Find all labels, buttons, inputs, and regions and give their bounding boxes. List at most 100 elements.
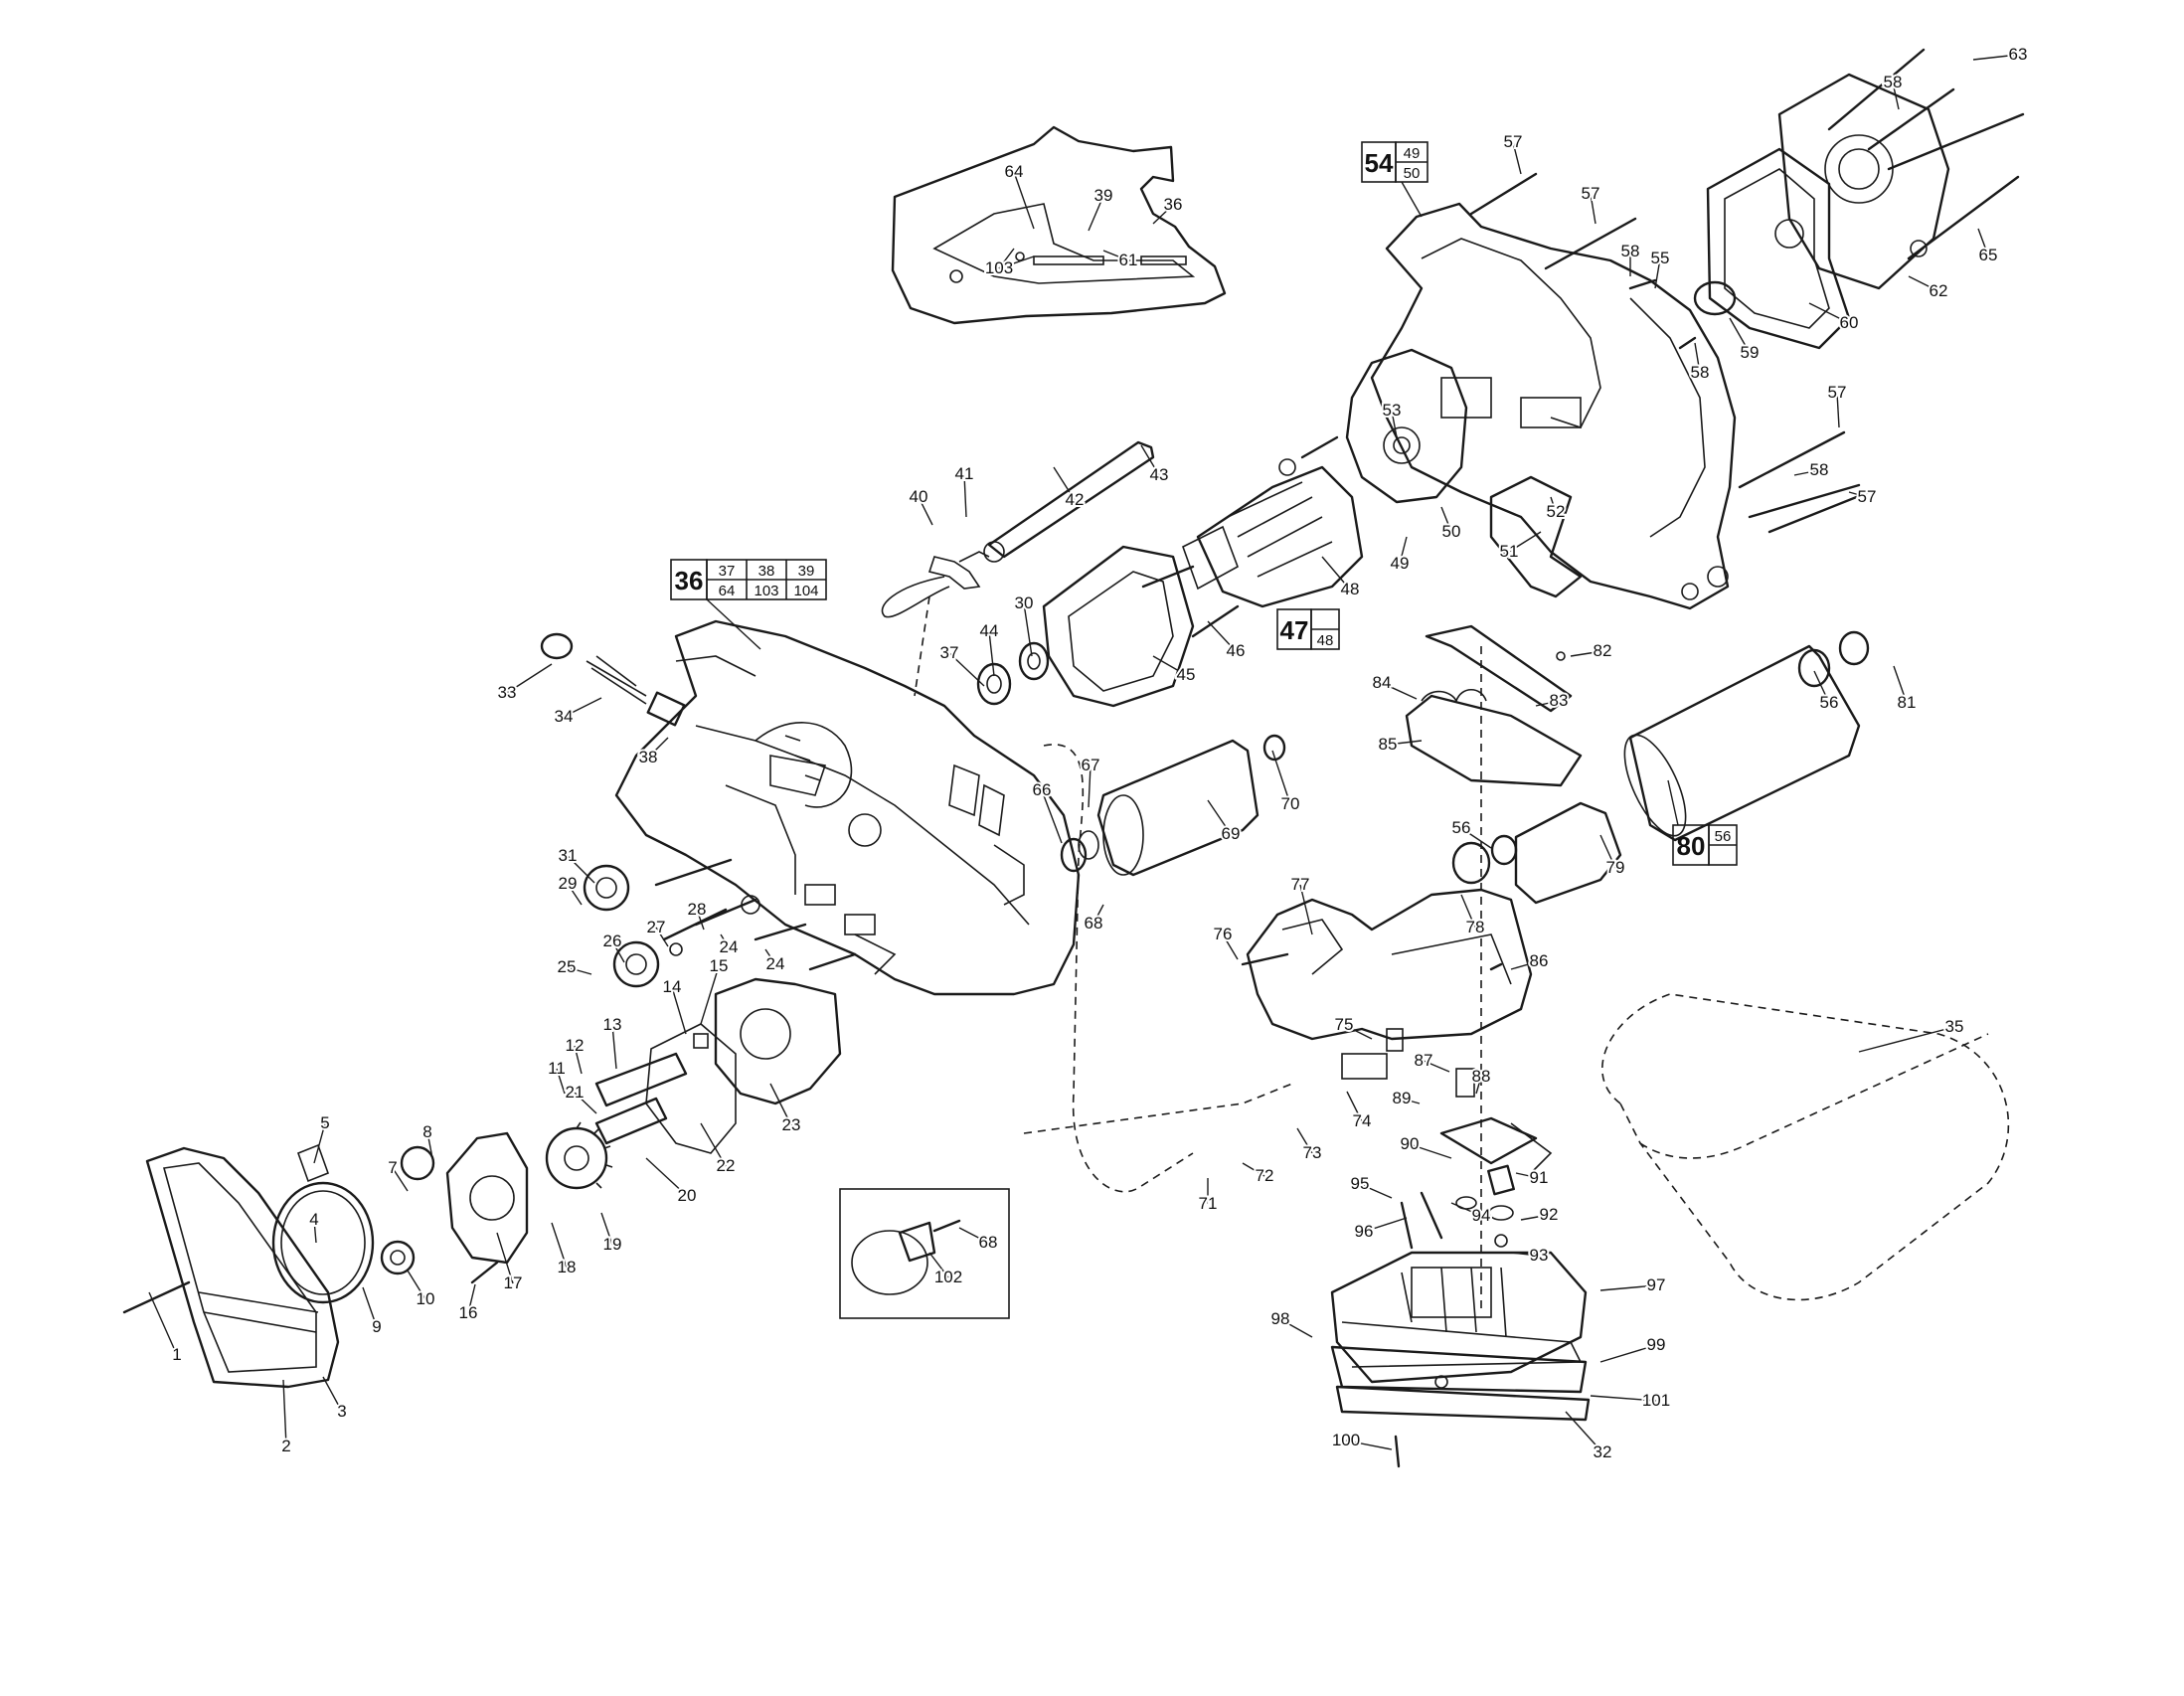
bearings-front [976, 641, 1050, 706]
part-label: 57 [1828, 383, 1847, 402]
box-54-main: 54 [1365, 148, 1394, 178]
label-leader-line [1242, 1162, 1265, 1177]
part-label: 72 [1256, 1166, 1274, 1185]
label-leader-line [1387, 740, 1423, 746]
label-leader-line [496, 1232, 514, 1284]
label-leader-line [1858, 1026, 1955, 1053]
wire-routing-dashed [914, 595, 1482, 1312]
part-label: 103 [985, 258, 1013, 277]
box-36-cell: 38 [758, 563, 775, 580]
small-screws [122, 1261, 499, 1314]
armature [1141, 435, 1364, 608]
part-label: 39 [1094, 186, 1113, 205]
part-label: 33 [498, 683, 517, 702]
box-80-cell: 56 [1715, 828, 1732, 845]
part-label: 64 [1005, 162, 1024, 181]
label-leader-line [426, 1131, 433, 1159]
part-label: 86 [1530, 951, 1549, 970]
label-leader-line [1599, 1284, 1657, 1291]
base-plate [1330, 1251, 1591, 1468]
part-label: 13 [603, 1015, 622, 1034]
part-label: 70 [1281, 794, 1300, 813]
label-leader-line [148, 1291, 178, 1356]
part-label: 90 [1401, 1134, 1420, 1153]
label-leader-line [1977, 228, 1989, 256]
long-screws [1469, 48, 2025, 534]
base-fasteners [1400, 962, 1553, 1250]
part-label: 71 [1199, 1194, 1218, 1213]
belt-guard [145, 1146, 340, 1389]
label-leader-line [1654, 257, 1661, 289]
box-47-main: 47 [1280, 615, 1309, 645]
part-label: 57 [1858, 487, 1877, 506]
part-label: 52 [1547, 502, 1566, 521]
part-label: 84 [1373, 673, 1392, 692]
part-label: 5 [320, 1113, 329, 1132]
label-leader-line [1140, 444, 1160, 476]
part-label: 60 [1840, 313, 1859, 332]
label-leader-line [1222, 933, 1239, 960]
part-label: 16 [459, 1303, 478, 1322]
label-leader-line [1510, 1252, 1540, 1257]
label-leader-line [574, 1092, 597, 1114]
part-label: 83 [1550, 691, 1569, 710]
label-leader-line [1013, 171, 1035, 230]
part-label: 7 [388, 1158, 397, 1177]
label-leader-line [567, 855, 595, 884]
label-leader-line [1440, 506, 1452, 533]
part-label: 19 [603, 1235, 622, 1254]
part-label: 96 [1355, 1222, 1374, 1241]
label-leader-line [1565, 1411, 1603, 1453]
part-label: 34 [555, 707, 574, 726]
main-housing [614, 619, 1081, 996]
reference-box-54: 54 49 50 [1361, 141, 1428, 218]
label-leader-line [1381, 682, 1418, 700]
label-leader-line [282, 1379, 287, 1447]
label-leader-line [1512, 141, 1522, 175]
part-label: 27 [647, 918, 666, 936]
label-leader-line [506, 663, 553, 694]
label-leader-line [1450, 1202, 1482, 1217]
label-leader-line [1508, 531, 1542, 553]
label-leader-line [647, 737, 669, 759]
brush-parts [540, 632, 686, 727]
box-54-cell: 50 [1404, 165, 1421, 182]
label-leader-line [1359, 1183, 1393, 1199]
part-label: 78 [1466, 918, 1485, 936]
label-leader-line [1296, 1127, 1313, 1154]
label-leader-line [1391, 410, 1398, 438]
label-leader-line [1893, 665, 1908, 704]
label-leader-line [1599, 1344, 1657, 1363]
part-label: 22 [717, 1156, 736, 1175]
label-leader-line [1520, 1214, 1550, 1221]
label-leader-line [1908, 275, 1939, 292]
label-leader-line [700, 965, 720, 1025]
inset-rear-handle [891, 125, 1227, 325]
part-label: 95 [1351, 1174, 1370, 1193]
rear-housing [1345, 202, 1737, 610]
label-leader-line [1207, 799, 1232, 835]
label-leader-line [720, 933, 730, 948]
box-36-cell: 39 [798, 563, 815, 580]
label-leader-line [998, 255, 1035, 269]
label-leader-line [1570, 650, 1603, 657]
reference-box-80: 80 56 [1667, 779, 1738, 866]
part-label: 67 [1082, 756, 1100, 774]
part-label: 93 [1530, 1246, 1549, 1265]
part-label: 87 [1415, 1051, 1433, 1070]
label-leader-line [1271, 750, 1291, 805]
part-label: 56 [1820, 693, 1839, 712]
label-leader-line [1345, 1440, 1393, 1450]
part-label: 36 [1164, 195, 1183, 214]
label-leader-line [1041, 789, 1063, 844]
part-label: 30 [1015, 594, 1034, 612]
label-leader-line [1053, 466, 1076, 501]
part-label: 99 [1647, 1335, 1666, 1354]
label-leader-line [1279, 1318, 1313, 1338]
rear-roller [1451, 630, 1870, 905]
part-label: 40 [910, 487, 928, 506]
brush-holder [1489, 475, 1583, 598]
part-label: 26 [603, 932, 622, 950]
label-leader-line [1550, 496, 1557, 513]
label-leader-line [1460, 894, 1476, 929]
